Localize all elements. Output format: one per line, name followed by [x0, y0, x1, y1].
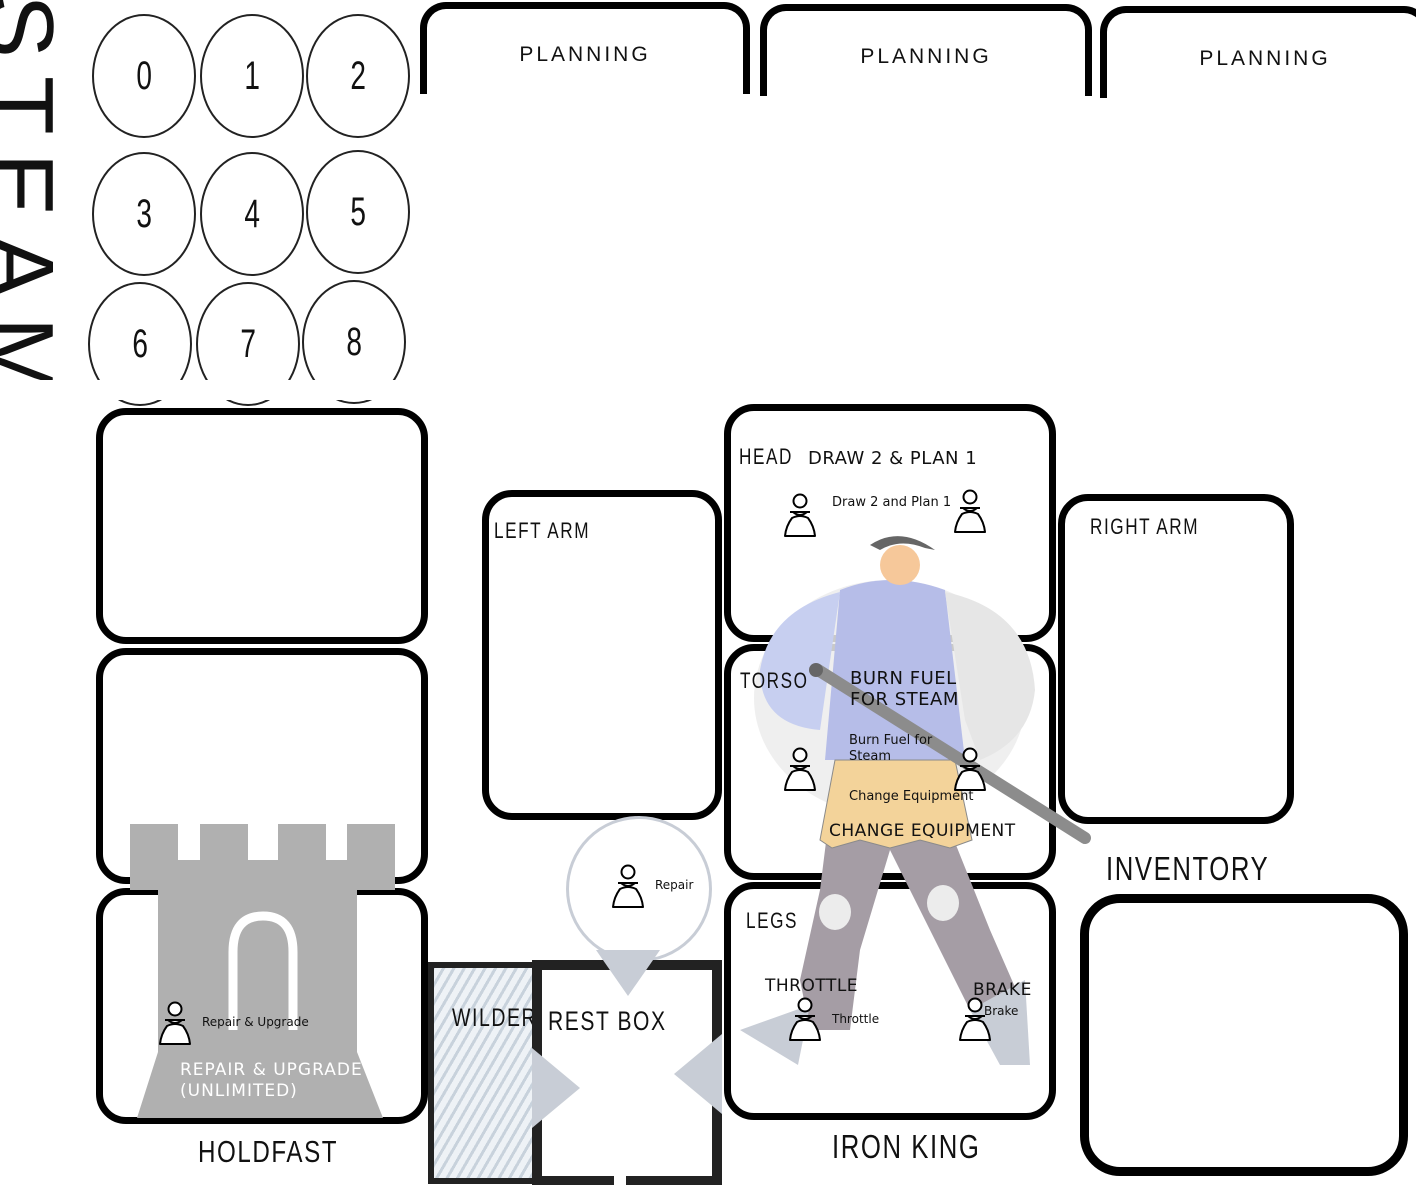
left-arm-slot[interactable]	[482, 490, 722, 820]
legs-worker-throttle: Throttle	[832, 1012, 880, 1026]
game-title: STEAM	[0, 0, 73, 380]
torso-action-title-equipment: CHANGE EQUIPMENT	[829, 821, 1016, 841]
left-arm-label: LEFT ARM	[494, 518, 591, 543]
rest-box-floor-right	[626, 1176, 722, 1185]
legs-slot[interactable]	[724, 882, 1056, 1120]
repair-worker-label: Repair	[655, 878, 694, 892]
torso-action-title: BURN FUEL FOR STEAM	[850, 668, 959, 710]
pawn-icon[interactable]	[956, 996, 994, 1042]
track-space-1[interactable]: 1	[200, 14, 304, 138]
holdfast-worker-label: Repair & Upgrade	[202, 1015, 309, 1029]
inventory-label: INVENTORY	[1106, 850, 1270, 887]
legs-worker-brake: Brake	[984, 1004, 1019, 1018]
rest-box-floor-left	[532, 1176, 614, 1185]
track-space-4[interactable]: 4	[200, 152, 304, 276]
head-label: HEAD	[739, 444, 793, 469]
track-number: 3	[136, 191, 152, 236]
pawn-icon[interactable]	[781, 746, 819, 792]
head-action-title: DRAW 2 & PLAN 1	[808, 448, 978, 469]
planning-label: PLANNING	[1199, 47, 1331, 70]
arrow-down-icon	[596, 950, 660, 996]
planning-slot-3[interactable]: PLANNING	[1100, 6, 1416, 98]
track-space-2[interactable]: 2	[306, 14, 410, 138]
track-number: 8	[346, 319, 362, 364]
pawn-icon[interactable]	[951, 488, 989, 534]
track-space-0[interactable]: 0	[92, 14, 196, 138]
planning-label: PLANNING	[519, 43, 651, 66]
track-number: 6	[132, 321, 148, 366]
legs-action-brake: BRAKE	[973, 980, 1032, 1000]
track-crop-edge	[70, 380, 430, 400]
pawn-icon[interactable]	[951, 746, 989, 792]
holdfast-card-slot-1[interactable]	[96, 408, 428, 644]
track-space-3[interactable]: 3	[92, 152, 196, 276]
pawn-icon[interactable]	[156, 1000, 194, 1046]
track-number: 0	[136, 53, 152, 98]
track-number: 1	[244, 53, 260, 98]
track-space-5[interactable]: 5	[306, 150, 410, 274]
legs-action-throttle: THROTTLE	[765, 976, 859, 996]
planning-slot-1[interactable]: PLANNING	[420, 2, 750, 94]
track-number: 2	[350, 53, 366, 98]
iron-king-label: IRON KING	[832, 1128, 981, 1165]
right-arm-label: RIGHT ARM	[1090, 514, 1200, 539]
repair-bubble[interactable]	[566, 816, 712, 962]
pawn-icon[interactable]	[781, 492, 819, 538]
torso-worker-label-burn: Burn Fuel for Steam	[849, 733, 933, 764]
track-number: 5	[350, 189, 366, 234]
inventory-slot[interactable]	[1080, 894, 1408, 1176]
iron-king-figure	[740, 536, 1091, 1065]
track-number: 4	[244, 191, 260, 236]
arrow-right-icon	[532, 1048, 580, 1128]
pawn-icon[interactable]	[609, 863, 647, 909]
planning-slot-2[interactable]: PLANNING	[760, 4, 1092, 96]
legs-label: LEGS	[746, 908, 799, 933]
holdfast-action-title: REPAIR & UPGRADE (UNLIMITED)	[180, 1060, 363, 1101]
right-arm-slot[interactable]	[1058, 494, 1294, 824]
castle-icon	[130, 824, 395, 1118]
arrow-left-icon	[674, 1034, 722, 1114]
holdfast-label: HOLDFAST	[198, 1134, 339, 1169]
pawn-icon[interactable]	[786, 996, 824, 1042]
rest-box-label: REST BOX	[548, 1006, 667, 1036]
track-number: 7	[240, 321, 256, 366]
wilderness-label: WILDERNESS	[452, 1004, 538, 1032]
torso-worker-label-equipment: Change Equipment	[849, 789, 974, 804]
head-worker-label: Draw 2 and Plan 1	[832, 495, 952, 510]
torso-label: TORSO	[740, 668, 809, 693]
planning-label: PLANNING	[860, 45, 992, 68]
wilderness-zone[interactable]: WILDERNESS	[428, 962, 538, 1184]
